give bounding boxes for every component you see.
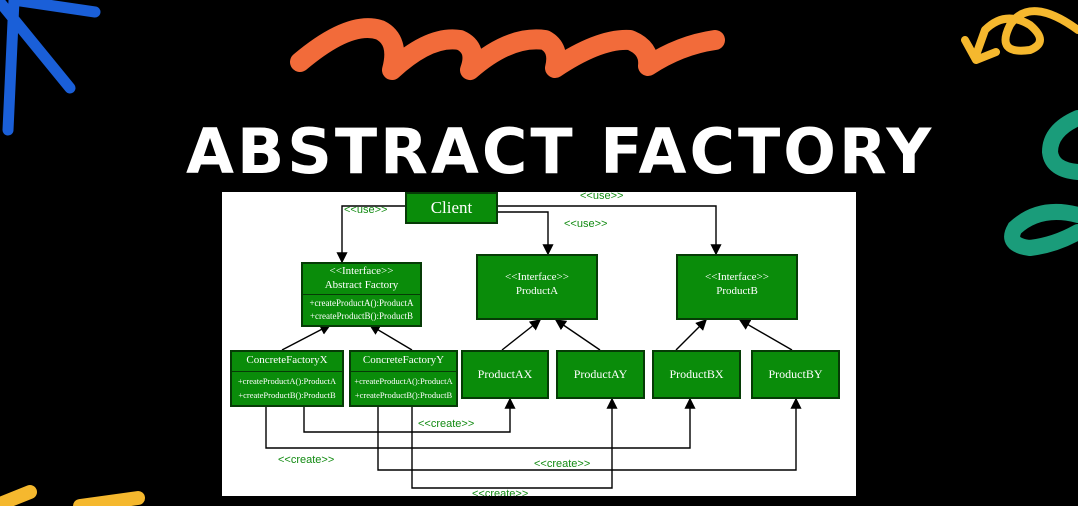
concrete-factory-y-name: ConcreteFactoryY [362, 354, 445, 366]
concrete-factory-y-op-a: +createProductA():ProductA [354, 376, 453, 386]
use-label-product-a: <<use>> [564, 218, 608, 230]
inherit-connector-ay [554, 319, 601, 351]
abstract-factory-box: <<Interface>> Abstract Factory +createPr… [301, 262, 422, 327]
inherit-connector-by [738, 319, 793, 351]
page-title: ABSTRACT FACTORY [186, 115, 935, 188]
yellow-stroke-doodle [0, 485, 145, 506]
concrete-factory-y-box: ConcreteFactoryY +createProductA():Produ… [349, 350, 458, 407]
teal-loop-doodle [1004, 204, 1078, 257]
product-by-box: ProductBY [751, 350, 840, 399]
use-connector-product-b [498, 205, 722, 256]
product-a-name: ProductA [515, 285, 559, 297]
create-label-bx: <<create>> [278, 454, 335, 466]
concrete-factory-x-name: ConcreteFactoryX [246, 354, 328, 366]
product-bx-label: ProductBX [669, 367, 724, 381]
create-connector-y-by [377, 397, 802, 471]
abstract-factory-op-b: +createProductB():ProductB [309, 311, 414, 321]
product-ay-box: ProductAY [556, 350, 645, 399]
inherit-connector-bx [675, 319, 707, 351]
use-connector-factory [336, 205, 405, 264]
create-connector-x-ax [303, 397, 516, 433]
create-connector-y-ay [411, 397, 618, 489]
uml-diagram: Client <<Interface>> Abstract Factory +c… [222, 192, 856, 496]
product-ay-label: ProductAY [573, 367, 628, 381]
inherit-connector-x [281, 324, 332, 351]
concrete-factory-y-op-b: +createProductB():ProductB [354, 390, 453, 400]
blue-arrow-doodle [0, 0, 101, 136]
teal-arc-doodle [1041, 110, 1078, 180]
abstract-factory-op-a: +createProductA():ProductA [309, 298, 414, 308]
product-b-stereotype: <<Interface>> [705, 271, 769, 283]
product-ax-box: ProductAX [461, 350, 549, 399]
product-a-interface-box: <<Interface>> ProductA [476, 254, 598, 320]
yellow-loop-doodle [961, 7, 1078, 64]
client-box: Client [405, 192, 498, 224]
product-bx-box: ProductBX [652, 350, 741, 399]
use-label-product-b: <<use>> [580, 192, 624, 202]
diagram-connectors [265, 205, 802, 489]
use-label-factory: <<use>> [344, 204, 388, 216]
product-b-name: ProductB [716, 285, 758, 297]
concrete-factory-x-op-a: +createProductA():ProductA [237, 376, 337, 386]
create-label-ay: <<create>> [472, 488, 529, 496]
orange-zigzag-doodle [290, 18, 725, 80]
abstract-factory-stereotype: <<Interface>> [329, 265, 394, 277]
create-label-ax: <<create>> [418, 418, 475, 430]
product-ax-label: ProductAX [477, 367, 533, 381]
abstract-factory-name: Abstract Factory [324, 279, 399, 291]
inherit-connector-y [368, 324, 413, 351]
inherit-connector-ax [501, 319, 542, 351]
product-by-label: ProductBY [768, 367, 823, 381]
client-label: Client [430, 198, 473, 217]
product-a-stereotype: <<Interface>> [505, 271, 569, 283]
concrete-factory-x-op-b: +createProductB():ProductB [238, 390, 336, 400]
product-b-interface-box: <<Interface>> ProductB [676, 254, 798, 320]
use-connector-product-a [498, 211, 554, 256]
create-connector-x-bx [265, 397, 696, 449]
concrete-factory-x-box: ConcreteFactoryX +createProductA():Produ… [230, 350, 344, 407]
create-label-by: <<create>> [534, 458, 591, 470]
